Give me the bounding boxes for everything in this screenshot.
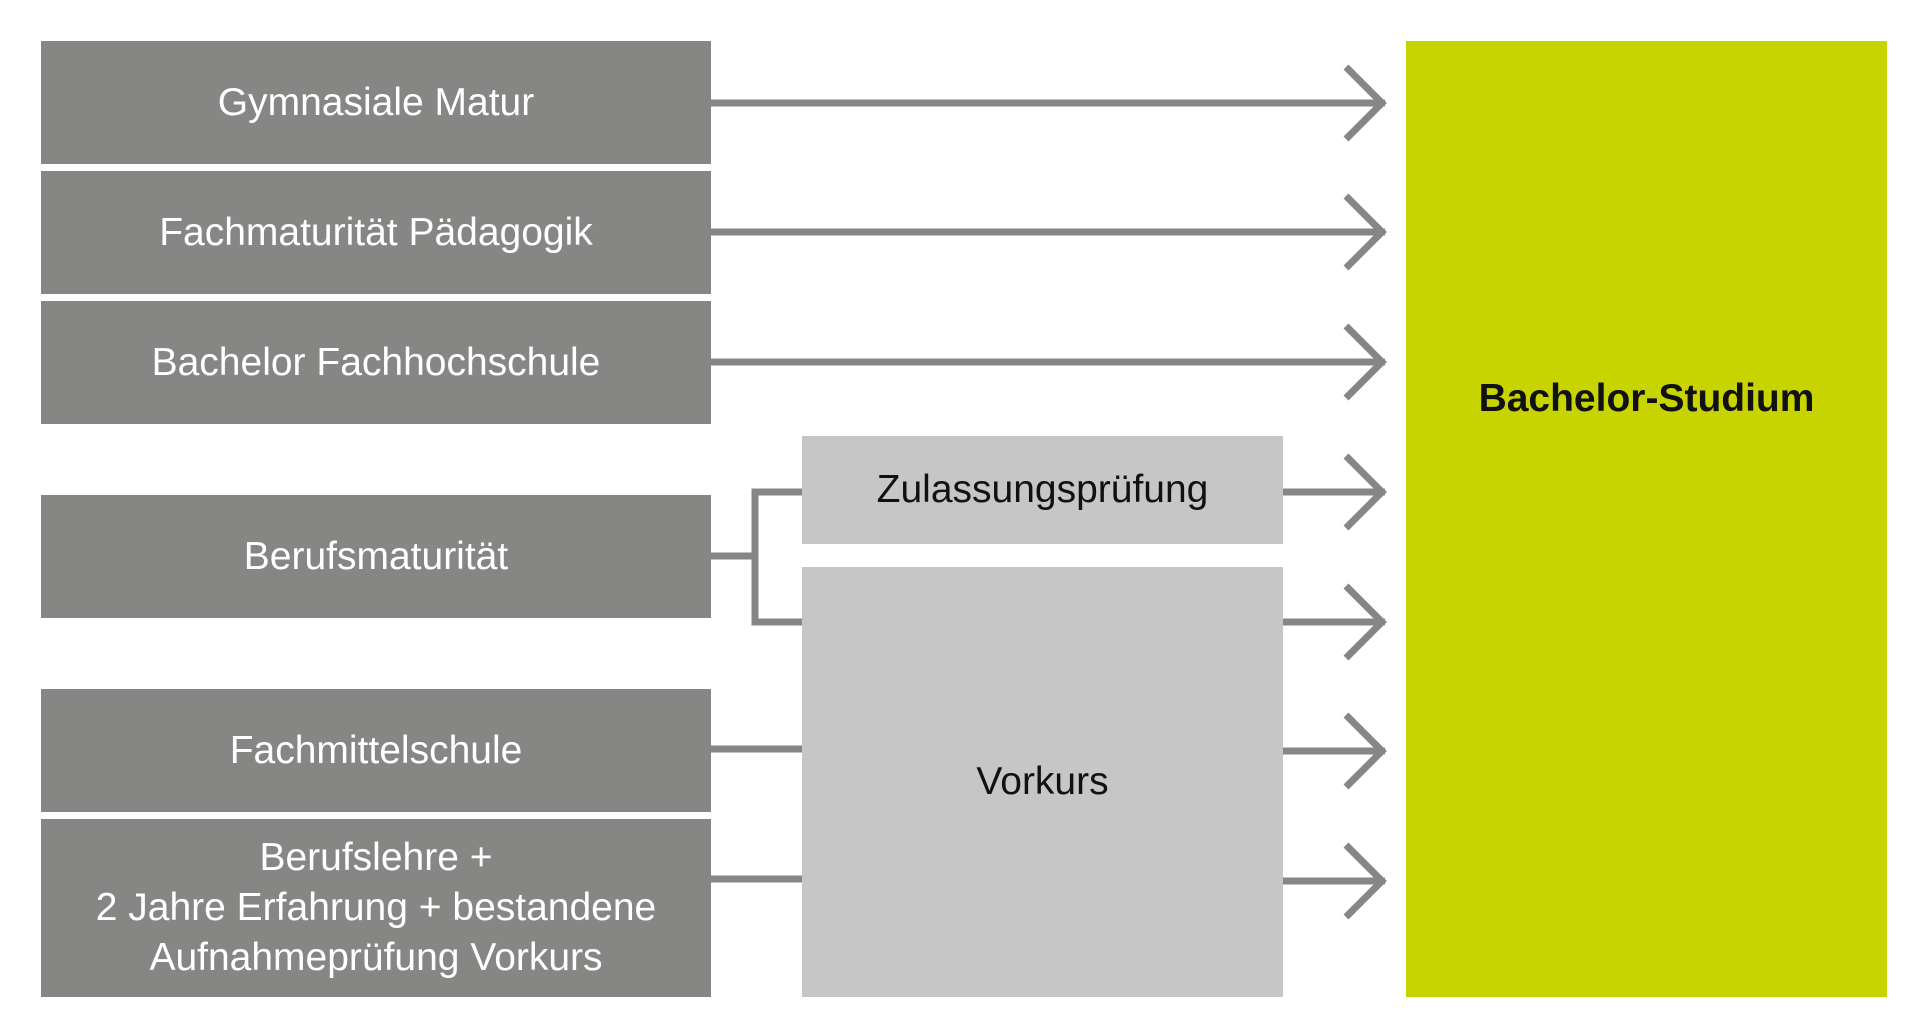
source-berufsmaturitaet: Berufsmaturität bbox=[41, 495, 711, 618]
intermediate-label: Zulassungsprüfung bbox=[876, 468, 1209, 511]
source-label: Fachmaturität Pädagogik bbox=[159, 210, 593, 254]
arrowhead-icon bbox=[1343, 583, 1387, 661]
source-label-line: 2 Jahre Erfahrung + bestandene bbox=[95, 886, 657, 930]
arrowhead-icon bbox=[1343, 842, 1387, 920]
source-label: Fachmittelschule bbox=[229, 728, 523, 772]
source-gymnasiale-matur: Gymnasiale Matur bbox=[41, 41, 711, 164]
intermediate-label: Vorkurs bbox=[976, 760, 1109, 803]
arrowhead-icon bbox=[1343, 64, 1387, 142]
target-bachelor-studium: Bachelor-Studium bbox=[1406, 41, 1887, 997]
arrowhead-icon bbox=[1343, 453, 1387, 531]
source-bachelor-fachhochschule: Bachelor Fachhochschule bbox=[41, 301, 711, 424]
source-label-line: Aufnahmeprüfung Vorkurs bbox=[149, 935, 603, 979]
source-fachmittelschule: Fachmittelschule bbox=[41, 689, 711, 812]
target-label: Bachelor-Studium bbox=[1478, 377, 1815, 420]
source-label: Bachelor Fachhochschule bbox=[151, 340, 601, 384]
source-label: Gymnasiale Matur bbox=[217, 80, 535, 124]
arrowhead-icon bbox=[1343, 193, 1387, 271]
source-label: Berufsmaturität bbox=[243, 534, 509, 578]
arrowhead-icon bbox=[1343, 323, 1387, 401]
intermediate-zulassungspruefung: Zulassungsprüfung bbox=[802, 436, 1283, 544]
intermediate-vorkurs: Vorkurs bbox=[802, 567, 1283, 997]
source-berufslehre: Berufslehre + 2 Jahre Erfahrung + bestan… bbox=[41, 819, 711, 997]
source-fachmaturitaet-paedagogik: Fachmaturität Pädagogik bbox=[41, 171, 711, 294]
branch-fork-berufsmaturitaet bbox=[751, 488, 802, 626]
source-label-line: Berufslehre + bbox=[259, 836, 493, 880]
arrowhead-icon bbox=[1343, 712, 1387, 790]
